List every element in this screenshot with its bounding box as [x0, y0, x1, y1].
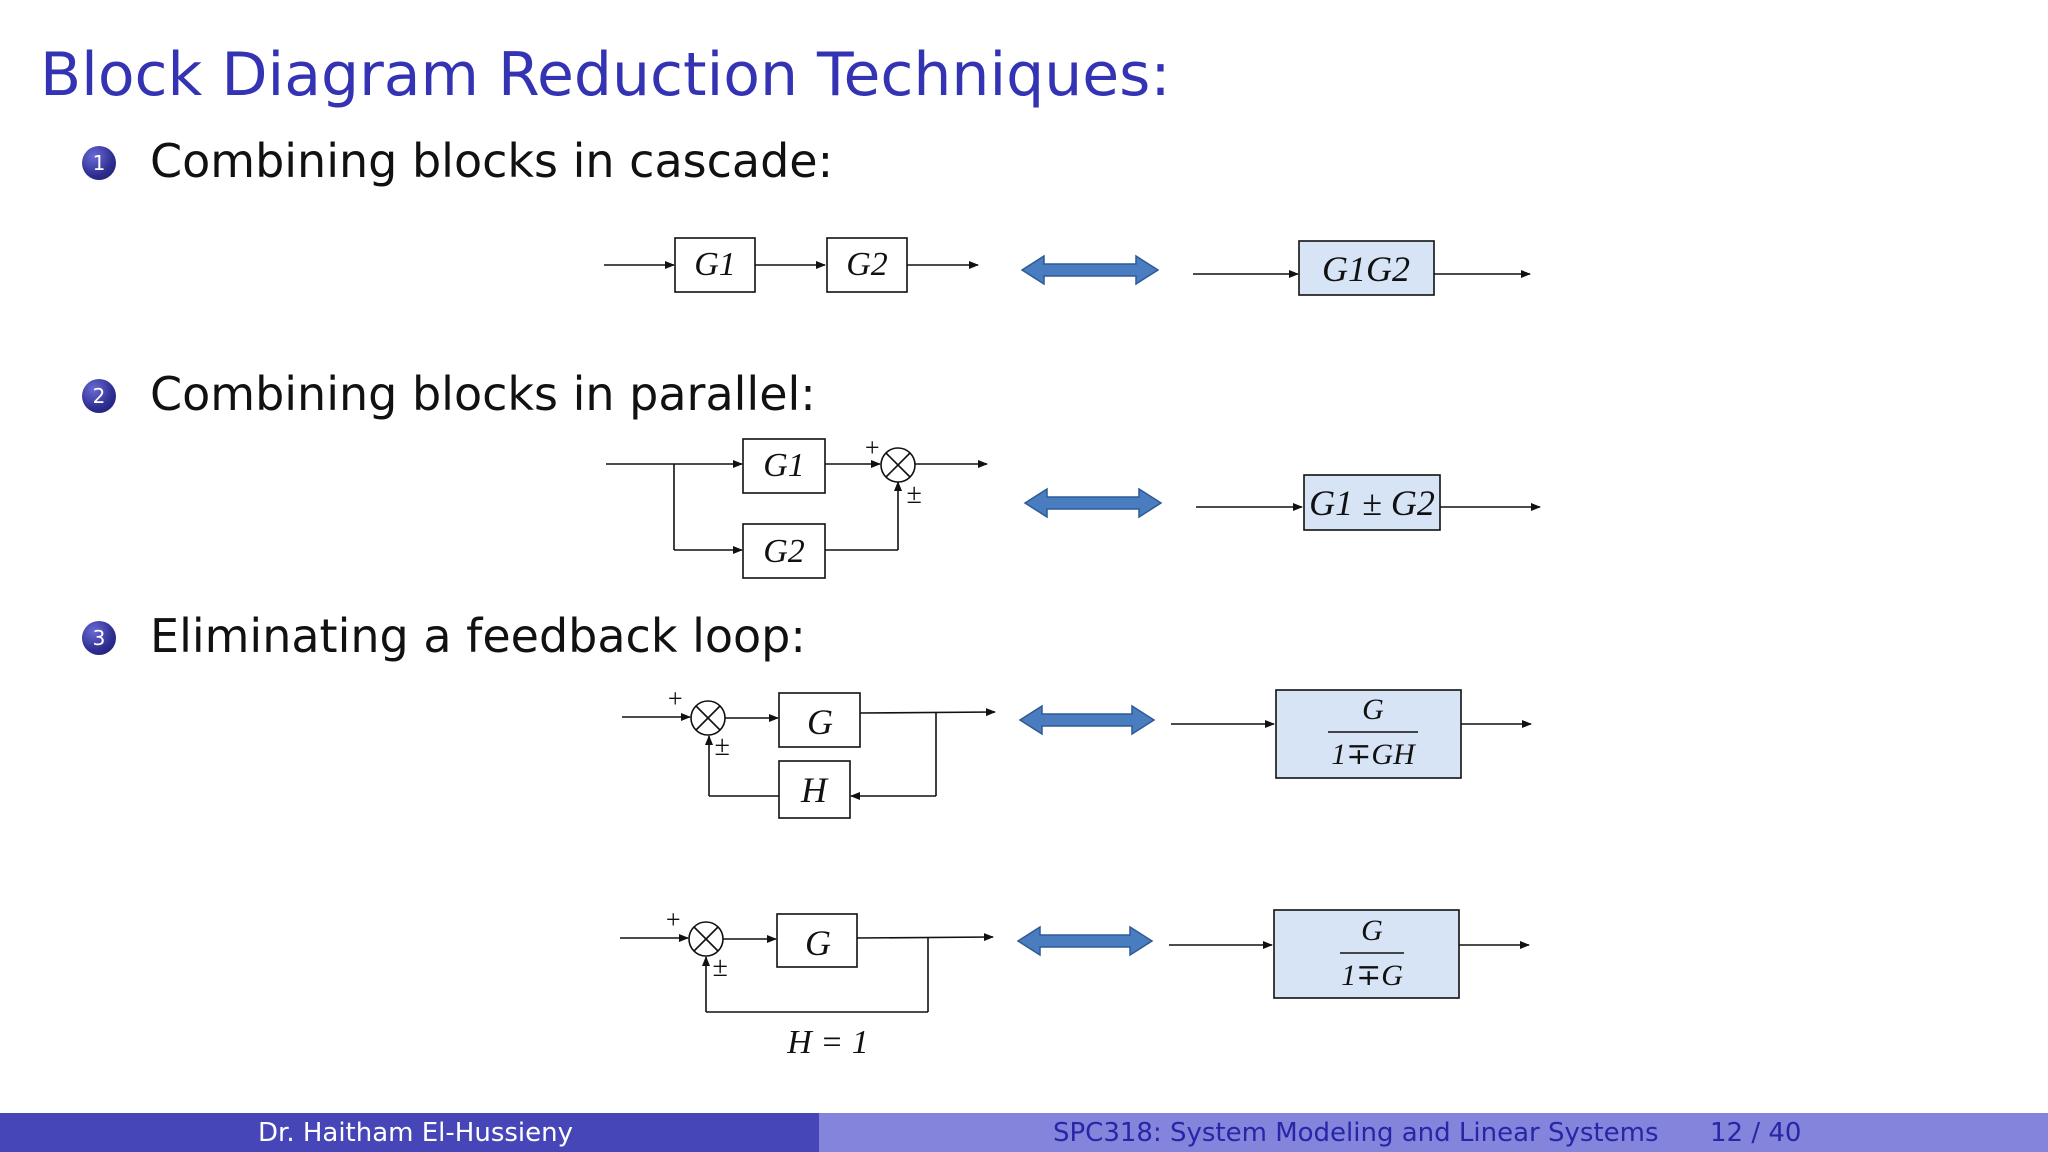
item-number-badge: 1	[82, 146, 116, 180]
item-number-badge: 2	[82, 379, 116, 413]
block-g2-label: G2	[763, 533, 805, 570]
block-h-label: H	[800, 770, 829, 810]
result-cascade-label: G1G2	[1322, 249, 1410, 289]
parallel-diagram	[606, 438, 1541, 579]
footer-course-title: SPC318: System Modeling and Linear Syste…	[1053, 1118, 1659, 1148]
plusminus-sign: ±	[712, 952, 727, 983]
block-g-label: G	[807, 702, 833, 742]
unity-feedback-diagram	[620, 909, 1530, 1013]
result-block-unity	[1273, 909, 1460, 999]
plus-sign: +	[664, 905, 682, 934]
page-number: 12 / 40	[1710, 1118, 1802, 1148]
footer-course-bar: SPC318: System Modeling and Linear Syste…	[819, 1113, 2048, 1152]
block-g2	[742, 523, 826, 579]
plusminus-sign: ±	[714, 731, 729, 762]
equivalence-arrow	[1020, 254, 1160, 286]
block-g2-label: G2	[846, 246, 888, 283]
result-parallel-label: G1 ± G2	[1309, 483, 1435, 523]
block-g	[776, 913, 858, 968]
cascade-diagram	[604, 237, 1531, 296]
result-block-cascade	[1298, 240, 1435, 296]
equivalence-arrow	[1016, 925, 1154, 957]
plusminus-sign: ±	[906, 479, 921, 510]
footer-author: Dr. Haitham El-Hussieny	[258, 1118, 573, 1148]
block-h	[778, 760, 851, 819]
block-g1	[742, 438, 826, 494]
item-label: Combining blocks in parallel:	[150, 367, 816, 421]
item-label: Combining blocks in cascade:	[150, 134, 834, 188]
result-block-feedback	[1275, 689, 1462, 779]
result-numerator: G	[1361, 914, 1383, 947]
footer-author-bar: Dr. Haitham El-Hussieny	[0, 1113, 819, 1152]
block-g2	[826, 237, 908, 293]
block-g-label: G	[805, 923, 831, 963]
equivalence-arrow	[1023, 487, 1163, 519]
result-denominator: 1∓G	[1341, 959, 1403, 992]
block-g1-label: G1	[763, 447, 805, 484]
result-numerator: G	[1362, 693, 1384, 726]
item-label: Eliminating a feedback loop:	[150, 609, 806, 663]
plus-sign: +	[863, 433, 881, 462]
item-number-badge: 3	[82, 621, 116, 655]
result-denominator: 1∓GH	[1331, 738, 1417, 771]
result-block-parallel	[1303, 474, 1441, 531]
equivalence-arrow	[1018, 704, 1156, 736]
plus-sign: +	[666, 684, 684, 713]
block-g	[778, 692, 861, 748]
feedback-diagram	[622, 689, 1532, 819]
slide-title: Block Diagram Reduction Techniques:	[40, 40, 1171, 110]
feedback-label: H = 1	[786, 1024, 869, 1061]
block-g1-label: G1	[694, 246, 736, 283]
